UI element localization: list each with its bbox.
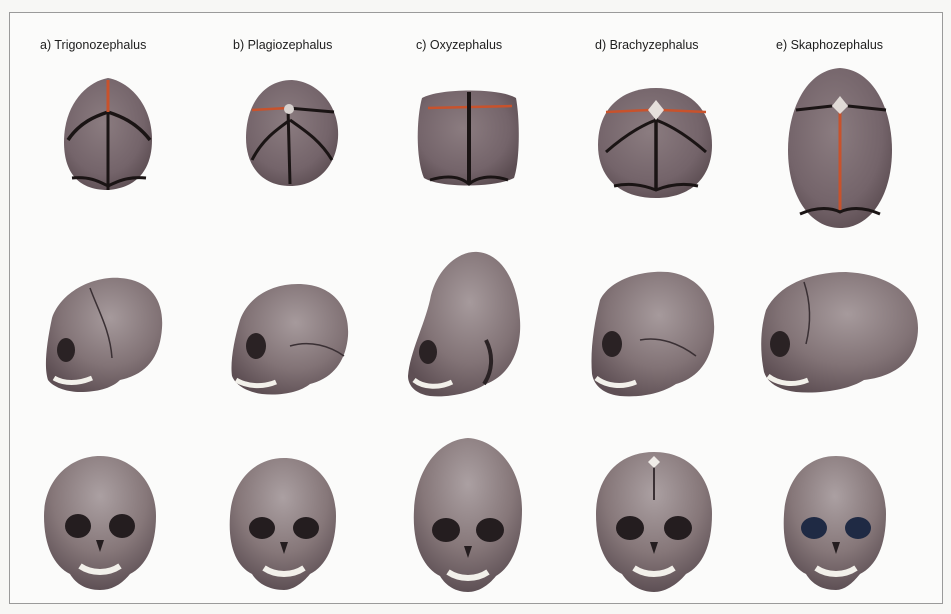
frontal-view-brachyzephalus — [596, 452, 712, 592]
frontal-view-oxyzephalus — [414, 438, 522, 592]
top-view-oxyzephalus — [418, 91, 519, 186]
top-view-trigonozephalus — [64, 78, 152, 190]
top-view-skaphozephalus — [788, 68, 892, 228]
lateral-view-trigonozephalus — [46, 278, 162, 392]
frontal-view-skaphozephalus — [784, 456, 886, 590]
frontal-view-trigonozephalus — [44, 456, 156, 590]
lateral-view-skaphozephalus — [761, 272, 918, 393]
top-view-brachyzephalus — [598, 88, 712, 198]
lateral-view-plagiozephalus — [231, 284, 348, 395]
lateral-view-brachyzephalus — [591, 272, 714, 397]
top-view-plagiozephalus — [246, 80, 338, 186]
frontal-view-plagiozephalus — [230, 458, 336, 590]
lateral-view-oxyzephalus — [408, 252, 520, 397]
